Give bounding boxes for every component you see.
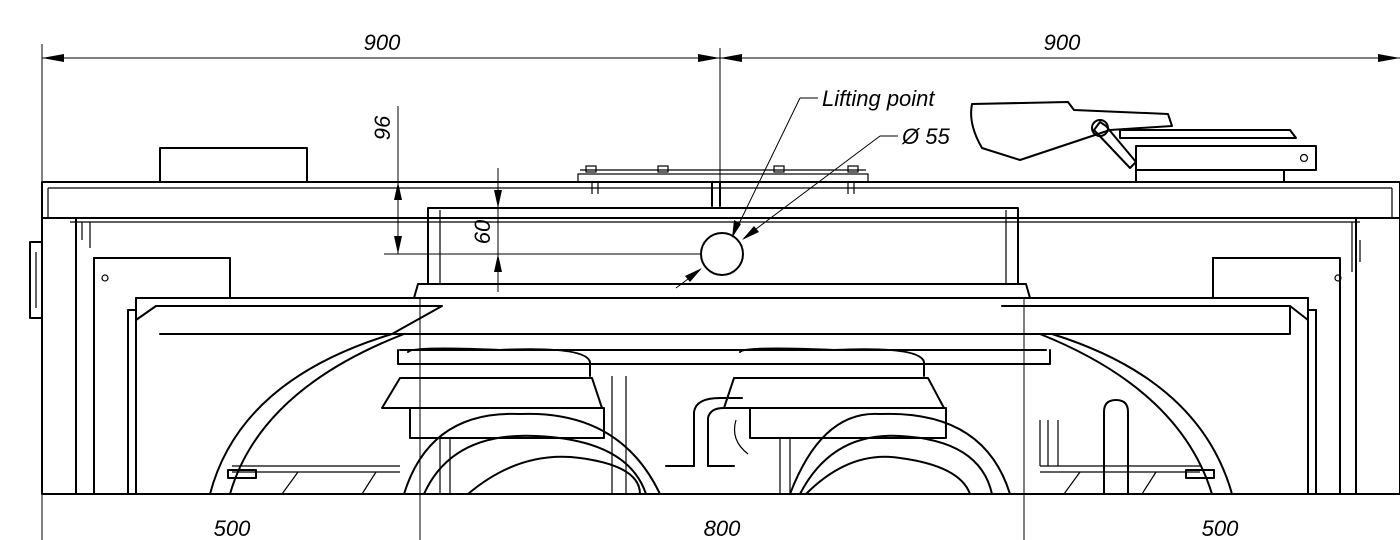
- top-dimension-line: [42, 54, 1400, 62]
- dimension-96-line: [394, 106, 402, 254]
- diameter-label: Ø 55: [901, 124, 950, 149]
- top-lever-assembly: [970, 101, 1317, 183]
- right-fan-assembly: [723, 347, 1011, 495]
- right-side-panel: [1212, 217, 1361, 495]
- dim-top-right: 900: [1044, 30, 1081, 55]
- lifting-point-hole: [700, 232, 744, 276]
- dim-bottom-left: 500: [214, 516, 251, 540]
- dim-height-96: 96: [370, 115, 395, 140]
- dim-height-60: 60: [470, 219, 495, 244]
- dim-bottom-right: 500: [1202, 516, 1239, 540]
- dim-bottom-center: 800: [704, 516, 741, 540]
- top-bracket: [577, 165, 869, 207]
- lifting-point-leader: [732, 97, 818, 238]
- left-side-panel: [29, 217, 231, 495]
- lifting-point-label: Lifting point: [822, 86, 935, 111]
- left-fan-assembly: [381, 347, 661, 495]
- center-pipe: [665, 397, 749, 467]
- dimension-60-line: [494, 168, 502, 292]
- diameter-leader: [675, 135, 898, 289]
- main-plate: [127, 297, 1317, 495]
- top-left-housing: [159, 147, 308, 183]
- floor-struts: [227, 399, 1215, 495]
- unit-body: [41, 181, 1400, 495]
- dim-top-left: 900: [364, 30, 401, 55]
- extension-lines: [41, 44, 1025, 540]
